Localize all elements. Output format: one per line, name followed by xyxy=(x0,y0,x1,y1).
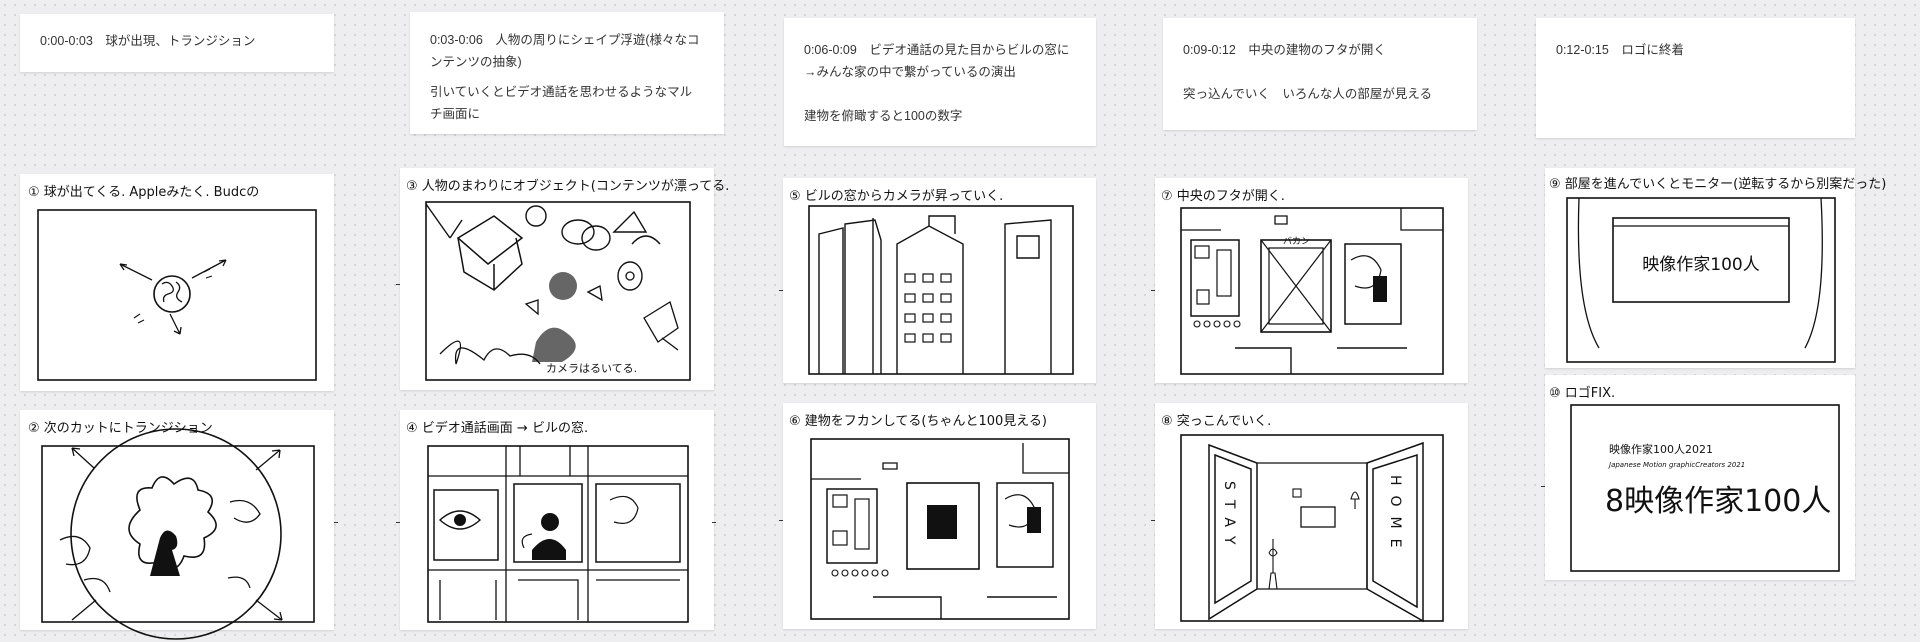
note-0-06[interactable]: 0:06-0:09 ビデオ通話の見た目からビルの窓に→みんな家の中で繋がっている… xyxy=(784,18,1096,146)
storyboard-frame-3[interactable]: ③ 人物のまわりにオブジェクト(コンテンツが漂ってる. カメラはるいてる. xyxy=(400,168,729,390)
divider-tick xyxy=(712,522,716,523)
storyboard-frame-7[interactable]: ⑦ 中央のフタが開く. バカン xyxy=(1155,178,1468,383)
divider-tick xyxy=(779,290,783,291)
storyboard-frame-9[interactable]: ⑨ 部屋を進んでいくとモニター(逆転するから別案だった) 映像作家100人 xyxy=(1545,168,1886,368)
lid-label: バカン xyxy=(1283,236,1310,247)
divider-tick xyxy=(334,522,338,523)
frame-caption: ④ ビデオ通話画面 → ビルの窓. xyxy=(406,420,588,436)
frame-caption: ⑩ ロゴFIX. xyxy=(1549,385,1615,401)
note-text: 引いていくとビデオ通話を思わせるようなマルチ画面に xyxy=(430,84,693,121)
frame-caption: ⑧ 突っこんでいく. xyxy=(1161,413,1271,429)
note-text: 0:09-0:12 中央の建物のフタが開く xyxy=(1183,43,1386,57)
note-text: 0:00-0:03 球が出現、トランジション xyxy=(40,34,256,48)
divider-tick xyxy=(779,520,783,521)
frame-caption: ⑦ 中央のフタが開く. xyxy=(1161,189,1285,204)
frame-caption: ⑤ ビルの窓からカメラが昇っていく. xyxy=(789,188,1003,204)
note-0-09[interactable]: 0:09-0:12 中央の建物のフタが開く 突っ込んでいく いろんな人の部屋が見… xyxy=(1163,18,1477,130)
sketch-lid-opens: ⑦ 中央のフタが開く. バカン xyxy=(1161,189,1444,375)
logo-main: 8映像作家100人 xyxy=(1605,484,1831,519)
storyboard-frame-2[interactable]: ② 次のカットにトランジション xyxy=(20,410,334,640)
note-0-12[interactable]: 0:12-0:15 ロゴに終着 xyxy=(1536,18,1855,138)
divider-tick xyxy=(396,522,400,523)
storyboard-frame-1[interactable]: ① 球が出てくる. Appleみたく. Budcの xyxy=(20,174,334,391)
note-text: 0:12-0:15 ロゴに終着 xyxy=(1556,43,1684,57)
storyboard-frame-4[interactable]: ④ ビデオ通話画面 → ビルの窓. xyxy=(400,410,714,630)
frame-caption: ⑥ 建物をフカンしてる(ちゃんと100見える) xyxy=(789,414,1047,429)
sketch-room-stay-home: ⑧ 突っこんでいく. STAY HOME xyxy=(1161,413,1444,623)
note-text: 建物を俯瞰すると100の数字 xyxy=(804,108,963,123)
note-0-03[interactable]: 0:03-0:06 人物の周りにシェイプ浮遊(様々なコンテンツの抽象) 引いてい… xyxy=(410,12,724,134)
frame-caption: ③ 人物のまわりにオブジェクト(コンテンツが漂ってる. xyxy=(406,178,729,194)
sketch-globe-appear: ① 球が出てくる. Appleみたく. Budcの xyxy=(28,185,317,381)
sketch-floating-shapes: ③ 人物のまわりにオブジェクト(コンテンツが漂ってる. カメラはるいてる. xyxy=(406,178,729,381)
sketch-globe-transition: ② 次のカットにトランジション xyxy=(28,420,315,640)
sketch-video-call-grid: ④ ビデオ通話画面 → ビルの窓. xyxy=(406,420,689,623)
storyboard-frame-8[interactable]: ⑧ 突っこんでいく. STAY HOME xyxy=(1155,403,1468,629)
divider-tick xyxy=(1151,520,1155,521)
frame-caption: ⑨ 部屋を進んでいくとモニター(逆転するから別案だった) xyxy=(1549,176,1886,192)
note-text: 0:06-0:09 ビデオ通話の見た目からビルの窓に→みんな家の中で繋がっている… xyxy=(804,43,1070,79)
frame-note: カメラはるいてる. xyxy=(546,362,637,375)
divider-tick xyxy=(1541,486,1545,487)
stay-letters: STAY xyxy=(1221,481,1237,554)
screen-text: 映像作家100人 xyxy=(1642,255,1759,275)
sketch-aerial-100: ⑥ 建物をフカンしてる(ちゃんと100見える) xyxy=(789,414,1070,620)
divider-tick xyxy=(1151,290,1155,291)
divider-tick xyxy=(396,284,400,285)
sketch-logo-fix: ⑩ ロゴFIX. 映像作家100人2021 Japanese Motion gr… xyxy=(1549,385,1840,572)
frame-caption: ① 球が出てくる. Appleみたく. Budcの xyxy=(28,185,259,200)
storyboard-frame-10[interactable]: ⑩ ロゴFIX. 映像作家100人2021 Japanese Motion gr… xyxy=(1545,375,1855,580)
frame-caption: ② 次のカットにトランジション xyxy=(28,420,213,436)
storyboard-frame-6[interactable]: ⑥ 建物をフカンしてる(ちゃんと100見える) xyxy=(783,403,1096,629)
note-0-00[interactable]: 0:00-0:03 球が出現、トランジション xyxy=(20,14,334,72)
sketch-monitor: ⑨ 部屋を進んでいくとモニター(逆転するから別案だった) 映像作家100人 xyxy=(1549,176,1886,363)
sketch-buildings-rising: ⑤ ビルの窓からカメラが昇っていく. xyxy=(789,188,1074,375)
logo-title-small: 映像作家100人2021 xyxy=(1609,442,1713,456)
storyboard-frame-5[interactable]: ⑤ ビルの窓からカメラが昇っていく. xyxy=(783,178,1096,383)
home-letters: HOME xyxy=(1387,475,1403,557)
note-text: 0:03-0:06 人物の周りにシェイプ浮遊(様々なコンテンツの抽象) xyxy=(430,33,700,69)
note-text: 突っ込んでいく いろんな人の部屋が見える xyxy=(1183,86,1433,101)
logo-subtitle: Japanese Motion graphicCreators 2021 xyxy=(1607,461,1745,469)
